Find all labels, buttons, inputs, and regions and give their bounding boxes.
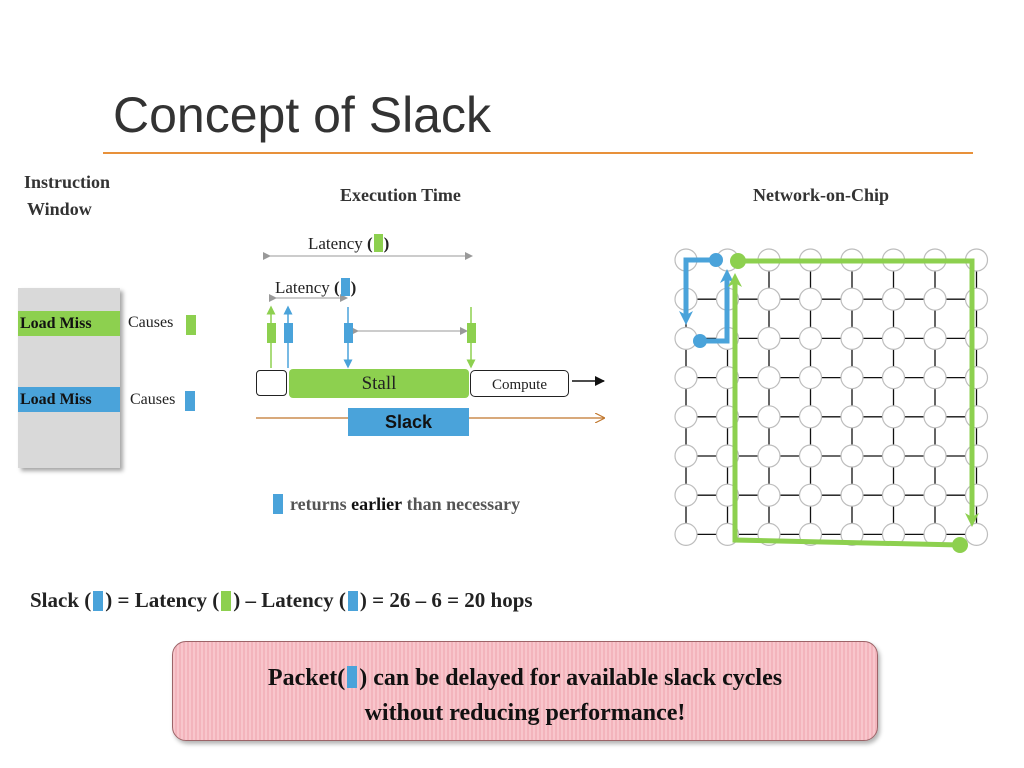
green-swatch [373,234,383,252]
noc-router [757,483,781,507]
blue-swatch [347,666,358,688]
causes-label-blue: Causes [130,391,176,408]
blue-packet-marker [185,391,195,411]
noc-router [964,522,989,547]
network-on-chip-heading: Network-on-Chip [753,185,890,205]
eq-result: ) = 26 – 6 = 20 hops [359,588,533,612]
paren-close: ) [350,278,357,297]
noc-router [840,483,864,507]
green-swatch [221,591,232,611]
noc-router [798,444,823,468]
noc-router [798,366,823,390]
green-request-arrow [266,305,276,368]
latency-blue-label: Latency () [275,278,356,298]
noc-router [923,326,947,350]
callout-packet: Packet( [267,665,346,691]
eq-slack: Slack ( [30,588,92,612]
noc-router [881,483,906,507]
blue-swatch [340,278,350,296]
noc-router [674,405,698,429]
noc-router [964,405,989,429]
noc-router [840,326,864,350]
prior-compute-box [256,370,287,396]
noc-router [923,366,947,390]
compute-box: Compute [470,370,569,397]
paren-open: ( [367,234,373,253]
noc-router [964,483,989,507]
noc-router [840,522,864,547]
load-miss-green: Load Miss [18,311,120,336]
eq-latency-green: ) = Latency ( [105,588,220,612]
noc-router [964,444,989,468]
noc-router [964,287,989,311]
callout-line1: Packet( ) can be delayed for available sl… [173,661,877,696]
noc-router [840,287,864,311]
noc-router [923,287,947,311]
instruction-window-heading-line1: Instruction [24,172,111,192]
blue-packet-path [679,253,734,348]
noc-router [881,287,906,311]
noc-router [757,326,781,350]
note-returns: returns [290,494,347,514]
noc-router [674,366,698,390]
callout-box: Packet( ) can be delayed for available sl… [172,641,878,741]
slack-box: Slack [348,408,469,436]
noc-router [881,366,906,390]
paren-close: ) [383,234,390,253]
blue-swatch [347,591,358,611]
blue-swatch [93,591,104,611]
green-packet-path [728,253,979,553]
noc-router [964,366,989,390]
title-divider [103,152,973,154]
blue-request-arrow [283,305,293,368]
green-packet-marker [186,315,196,335]
noc-router [757,366,781,390]
noc-router [881,444,906,468]
latency-green-text: Latency [308,234,363,253]
noc-router [964,326,989,350]
callout-line2: without reducing performance! [364,700,686,726]
causes-label-green: Causes [128,314,174,331]
instruction-window-heading-line2: Window [27,199,92,219]
noc-router [798,326,823,350]
callout-delay-text: ) can be delayed for available slack cyc… [359,665,783,691]
noc-router [840,405,864,429]
noc-router [674,522,698,547]
noc-router [674,483,698,507]
noc-router [840,444,864,468]
green-return-arrow [466,307,476,369]
paren-open: ( [334,278,340,297]
noc-grid [674,248,989,547]
execution-time-heading: Execution Time [340,185,461,205]
blue-return-arrow [343,307,353,369]
noc-router [757,287,781,311]
noc-router [798,287,823,311]
blue-swatch [273,494,283,514]
noc-router [881,326,906,350]
noc-router [674,444,698,468]
load-miss-blue: Load Miss [18,387,120,412]
noc-router [757,444,781,468]
noc-router [881,405,906,429]
stall-box: Stall [289,369,469,398]
note-than-necessary: than necessary [406,494,521,514]
noc-router [757,405,781,429]
noc-router [798,405,823,429]
noc-router [923,483,947,507]
returns-earlier-note: returns earlier than necessary [273,494,520,515]
slack-equation: Slack ( ) = Latency ( ) – Latency ( ) = 26 … [30,588,533,613]
latency-green-label: Latency () [308,234,389,254]
noc-router [840,366,864,390]
slide-title: Concept of Slack [113,87,491,143]
noc-router [798,483,823,507]
note-earlier: earlier [351,494,403,514]
latency-blue-text: Latency [275,278,330,297]
noc-router [923,405,947,429]
eq-latency-blue: ) – Latency ( [233,588,346,612]
noc-router [923,444,947,468]
